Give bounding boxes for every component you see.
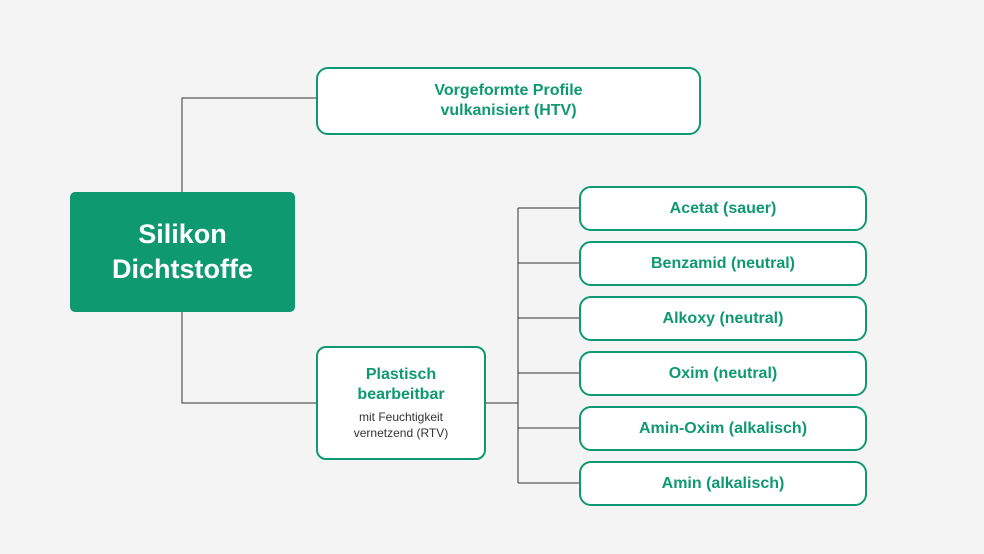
root-label-line2: Dichtstoffe	[112, 254, 253, 284]
leaf-node-benzamid: Benzamid (neutral)	[579, 241, 867, 286]
connector-root-rtv	[181, 312, 316, 404]
leaf-label: Acetat (sauer)	[669, 199, 777, 217]
leaf-label: Amin (alkalisch)	[661, 474, 785, 492]
rtv-title-line2: bearbeitbar	[357, 386, 445, 403]
leaf-label: Alkoxy (neutral)	[662, 309, 784, 327]
leaf-node-amin-oxim: Amin-Oxim (alkalisch)	[579, 406, 867, 451]
leaf-node-alkoxy: Alkoxy (neutral)	[579, 296, 867, 341]
htv-label-line1: Vorgeformte Profile	[434, 82, 583, 99]
leaf-node-oxim: Oxim (neutral)	[579, 351, 867, 396]
leaf-label: Oxim (neutral)	[668, 364, 778, 382]
leaf-node-amin: Amin (alkalisch)	[579, 461, 867, 506]
root-node: Silikon Dichtstoffe	[70, 192, 295, 312]
htv-node: Vorgeformte Profile vulkanisiert (HTV)	[316, 67, 701, 135]
rtv-node: Plastisch bearbeitbar mit Feuchtigkeit v…	[316, 346, 486, 460]
rtv-subtitle-line1: mit Feuchtigkeit	[358, 410, 444, 424]
leaf-label: Benzamid (neutral)	[650, 254, 795, 272]
leaf-label: Amin-Oxim (alkalisch)	[638, 419, 808, 437]
root-label-line1: Silikon	[138, 219, 227, 249]
rtv-title-line1: Plastisch	[365, 366, 437, 383]
htv-label-line2: vulkanisiert (HTV)	[440, 102, 577, 119]
leaf-node-acetat: Acetat (sauer)	[579, 186, 867, 231]
rtv-subtitle-line2: vernetzend (RTV)	[353, 426, 449, 440]
connector-root-htv	[181, 97, 316, 192]
